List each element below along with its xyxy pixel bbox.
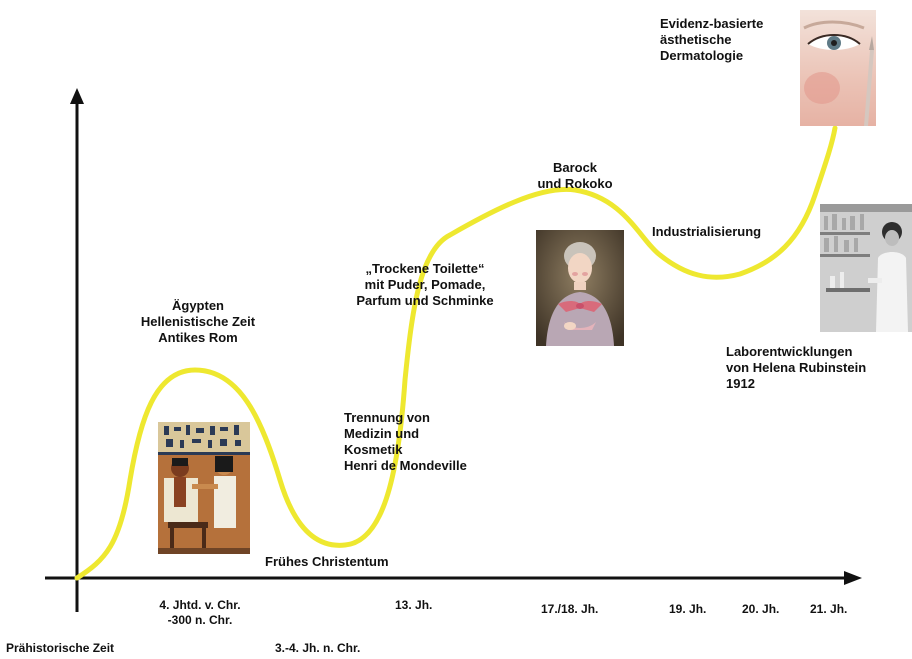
laboratory-photo-image (820, 204, 912, 332)
label-dermatologie-line-1: Evidenz-basierte (660, 16, 764, 31)
label-dermatologie: Evidenz-basierte ästhetische Dermatologi… (660, 16, 763, 64)
label-dermatologie-line-2: ästhetische (660, 32, 732, 47)
tick-praehistorische-zeit: Prähistorische Zeit (6, 641, 114, 656)
tick-19-jh-label: 19. Jh. (669, 602, 707, 616)
label-toilette-line-1: „Trockene Toilette“ (365, 261, 485, 276)
label-aegypten-line-3: Antikes Rom (158, 330, 238, 345)
tick-4-jhtd: 4. Jhtd. v. Chr. -300 n. Chr. (140, 598, 260, 628)
label-toilette-line-2: mit Puder, Pomade, (364, 277, 486, 292)
tick-13-jh-label: 13. Jh. (395, 598, 433, 612)
label-barock-line-1: Barock (552, 160, 598, 175)
label-dermatologie-line-3: Dermatologie (660, 48, 744, 63)
label-aegypten-line-2: Hellenistische Zeit (140, 314, 256, 329)
eye-skin-photo-image (800, 10, 876, 126)
label-trennung-line-3: Kosmetik (344, 442, 403, 457)
tick-praehistorische-zeit-label: Prähistorische Zeit (6, 641, 115, 655)
eye-skin-photo-art (800, 10, 876, 126)
tick-19-jh: 19. Jh. (669, 602, 706, 617)
label-trennung: Trennung von Medizin und Kosmetik Henri … (344, 410, 467, 474)
tick-3-4-jh: 3.-4. Jh. n. Chr. (275, 641, 360, 656)
label-trennung-line-4: Henri de Mondeville (344, 458, 467, 473)
label-barock-line-2: und Rokoko (537, 176, 613, 191)
tick-4-jhtd-line-1: 4. Jhtd. v. Chr. (159, 598, 241, 612)
label-toilette-line-3: Parfum und Schminke (356, 293, 494, 308)
y-axis-arrow (70, 88, 84, 104)
label-barock: Barock und Rokoko (530, 160, 620, 192)
label-industrialisierung: Industrialisierung (652, 224, 761, 240)
tick-20-jh-label: 20. Jh. (742, 602, 780, 616)
label-aegypten: Ägypten Hellenistische Zeit Antikes Rom (128, 298, 268, 346)
label-rubinstein: Laborentwicklungen von Helena Rubinstein… (726, 344, 866, 392)
egyptian-painting-art (158, 422, 250, 554)
label-rubinstein-line-1: Laborentwicklungen (726, 344, 853, 359)
tick-21-jh-label: 21. Jh. (810, 602, 848, 616)
tick-21-jh: 21. Jh. (810, 602, 847, 617)
rococo-portrait-image (536, 230, 624, 346)
history-curve (74, 125, 838, 581)
laboratory-photo-art (820, 204, 912, 332)
label-rubinstein-line-2: von Helena Rubinstein (726, 360, 867, 375)
x-axis-arrow (844, 571, 862, 585)
label-industrialisierung-line-1: Industrialisierung (652, 224, 762, 239)
label-trennung-line-2: Medizin und (344, 426, 420, 441)
tick-3-4-jh-label: 3.-4. Jh. n. Chr. (275, 641, 361, 655)
label-christentum-line-1: Frühes Christentum (265, 554, 389, 569)
tick-4-jhtd-line-2: -300 n. Chr. (167, 613, 233, 627)
tick-13-jh: 13. Jh. (395, 598, 432, 613)
tick-17-18-jh-label: 17./18. Jh. (541, 602, 599, 616)
egyptian-wall-painting-image (158, 422, 250, 554)
rococo-portrait-art (536, 230, 624, 346)
label-trennung-line-1: Trennung von (344, 410, 430, 425)
label-fruehes-christentum: Frühes Christentum (265, 554, 389, 570)
tick-17-18-jh: 17./18. Jh. (541, 602, 598, 617)
label-trockene-toilette: „Trockene Toilette“ mit Puder, Pomade, P… (345, 261, 505, 309)
label-rubinstein-line-3: 1912 (726, 376, 755, 391)
label-aegypten-line-1: Ägypten (172, 298, 224, 313)
tick-20-jh: 20. Jh. (742, 602, 779, 617)
